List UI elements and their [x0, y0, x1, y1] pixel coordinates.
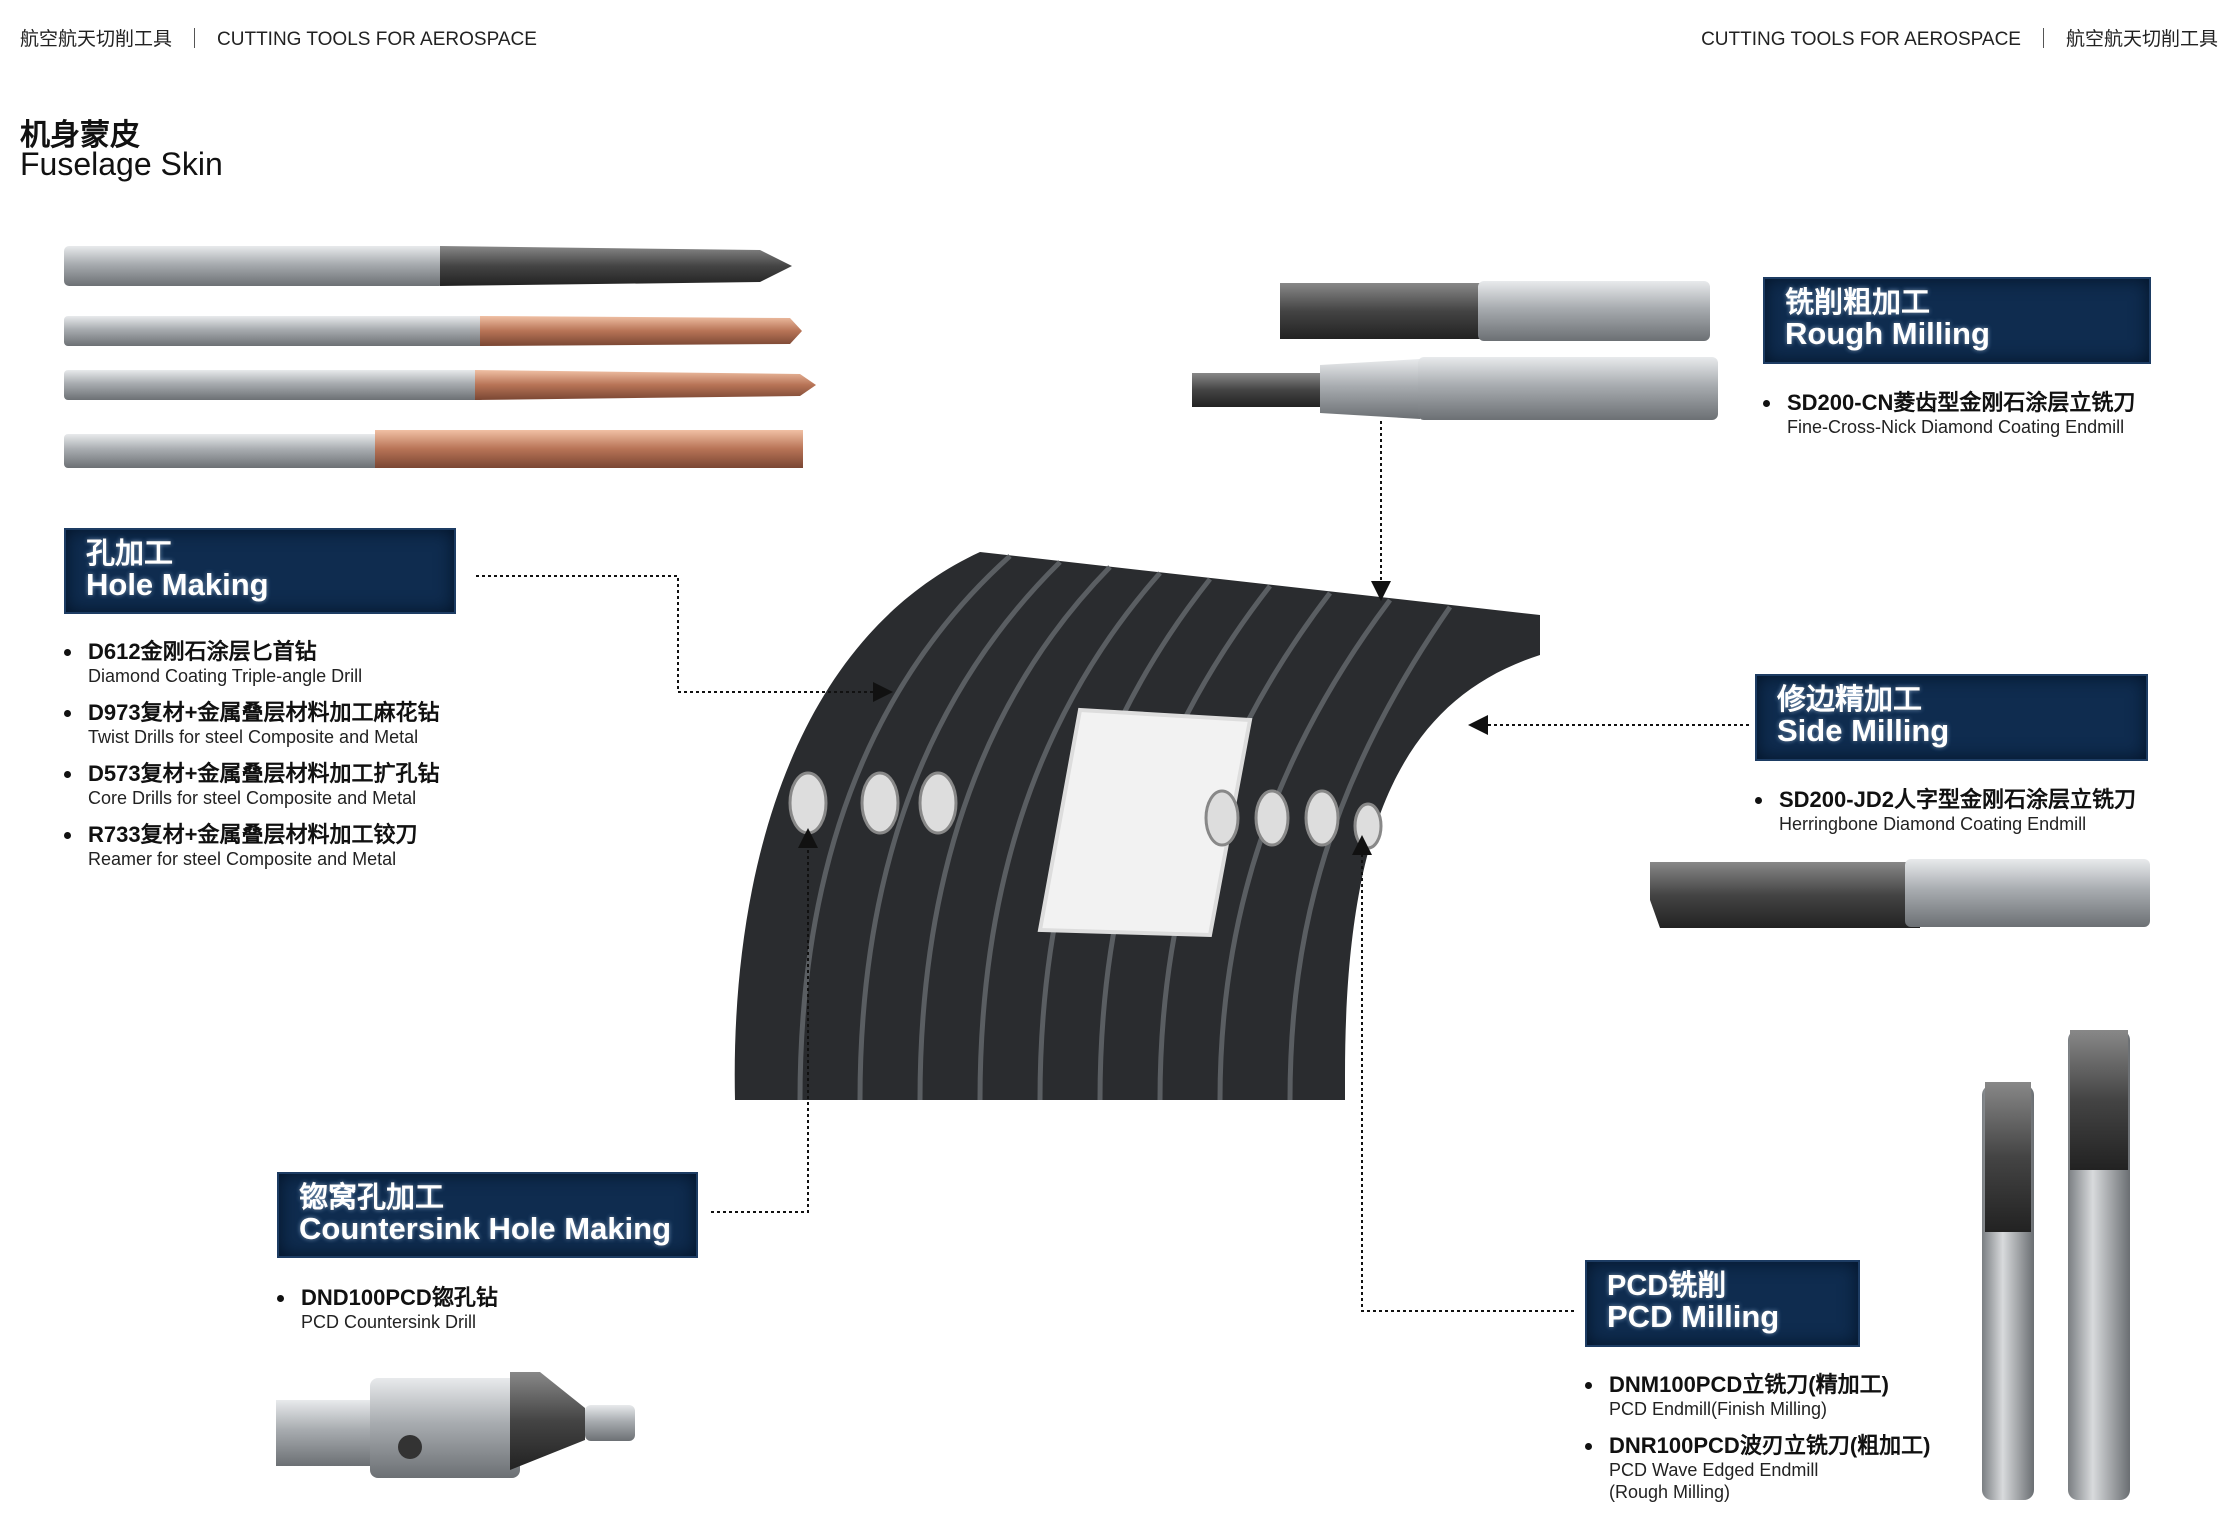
section-title-en: Hole Making	[86, 567, 269, 602]
item-cn: SD200-JD2人字型金刚石涂层立铣刀	[1779, 787, 2136, 812]
header-left: 航空航天切削工具 CUTTING TOOLS FOR AEROSPACE	[20, 24, 537, 51]
section-title-cn: 修边精加工	[1777, 684, 1923, 716]
header-right: CUTTING TOOLS FOR AEROSPACE 航空航天切削工具	[1701, 24, 2218, 51]
triple-angle-drill-image	[64, 246, 792, 286]
item-en: PCD Countersink Drill	[301, 1312, 477, 1332]
item-cn: DNM100PCD立铣刀(精加工)	[1609, 1372, 1889, 1397]
herringbone-endmill-image	[1650, 859, 2150, 928]
section-title-en: Side Milling	[1777, 713, 1950, 748]
item-cn: D973复材+金属叠层材料加工麻花钻	[88, 700, 440, 725]
pcd-milling-list: DNM100PCD立铣刀(精加工)PCD Endmill(Finish Mill…	[1585, 1371, 1930, 1515]
header-cn: 航空航天切削工具	[2065, 29, 2218, 50]
divider	[194, 28, 196, 48]
page-title-cn: 机身蒙皮	[20, 119, 140, 152]
header-en: CUTTING TOOLS FOR AEROSPACE	[1701, 29, 2021, 50]
section-title-cn: 孔加工	[86, 538, 174, 570]
twist-drill-image	[64, 316, 802, 346]
fine-cross-nick-endmill-image	[1192, 357, 1718, 420]
pcd-endmill-images	[1982, 1030, 2130, 1500]
item-en: Twist Drills for steel Composite and Met…	[88, 727, 419, 747]
fuselage-skin-image	[734, 552, 1540, 1101]
item-en: PCD Endmill(Finish Milling)	[1609, 1399, 1828, 1419]
section-title-en: Rough Milling	[1785, 316, 1990, 351]
item-en: Core Drills for steel Composite and Meta…	[88, 788, 417, 808]
divider	[2042, 28, 2044, 48]
item-cn: DNR100PCD波刃立铣刀(粗加工)	[1609, 1433, 1931, 1458]
item-en: Herringbone Diamond Coating Endmill	[1779, 814, 2087, 834]
rough-endmill-image	[1280, 281, 1710, 341]
item-en: PCD Wave Edged Endmill	[1609, 1460, 1819, 1480]
item-en-2: (Rough Milling)	[1609, 1482, 1731, 1502]
item-en: Fine-Cross-Nick Diamond Coating Endmill	[1787, 417, 2125, 437]
countersink-drill-image	[276, 1372, 635, 1478]
section-title-en: PCD Milling	[1607, 1299, 1780, 1334]
section-title-en: Countersink Hole Making	[299, 1211, 672, 1246]
section-title-cn: PCD铣削	[1607, 1270, 1727, 1302]
item-en: Reamer for steel Composite and Metal	[88, 849, 397, 869]
item-cn: D612金刚石涂层匕首钻	[88, 639, 317, 664]
page-title-en: Fuselage Skin	[20, 146, 223, 182]
item-cn: SD200-CN菱齿型金刚石涂层立铣刀	[1787, 390, 2136, 415]
section-title-cn: 铣削粗加工	[1785, 287, 1931, 319]
core-drill-image	[64, 370, 816, 400]
header-cn: 航空航天切削工具	[20, 29, 173, 50]
item-cn: D573复材+金属叠层材料加工扩孔钻	[88, 761, 440, 786]
connector-lines	[476, 421, 1749, 1312]
item-cn: DND100PCD锪孔钻	[301, 1285, 498, 1310]
list-item: DNR100PCD波刃立铣刀(粗加工)PCD Wave Edged Endmil…	[1585, 1432, 1930, 1503]
header-en: CUTTING TOOLS FOR AEROSPACE	[217, 29, 537, 50]
reamer-image	[64, 430, 803, 468]
section-title-cn: 锪窝孔加工	[299, 1182, 445, 1214]
item-cn: R733复材+金属叠层材料加工铰刀	[88, 822, 418, 847]
list-item: DNM100PCD立铣刀(精加工)PCD Endmill(Finish Mill…	[1585, 1371, 1930, 1420]
item-en: Diamond Coating Triple-angle Drill	[88, 666, 363, 686]
